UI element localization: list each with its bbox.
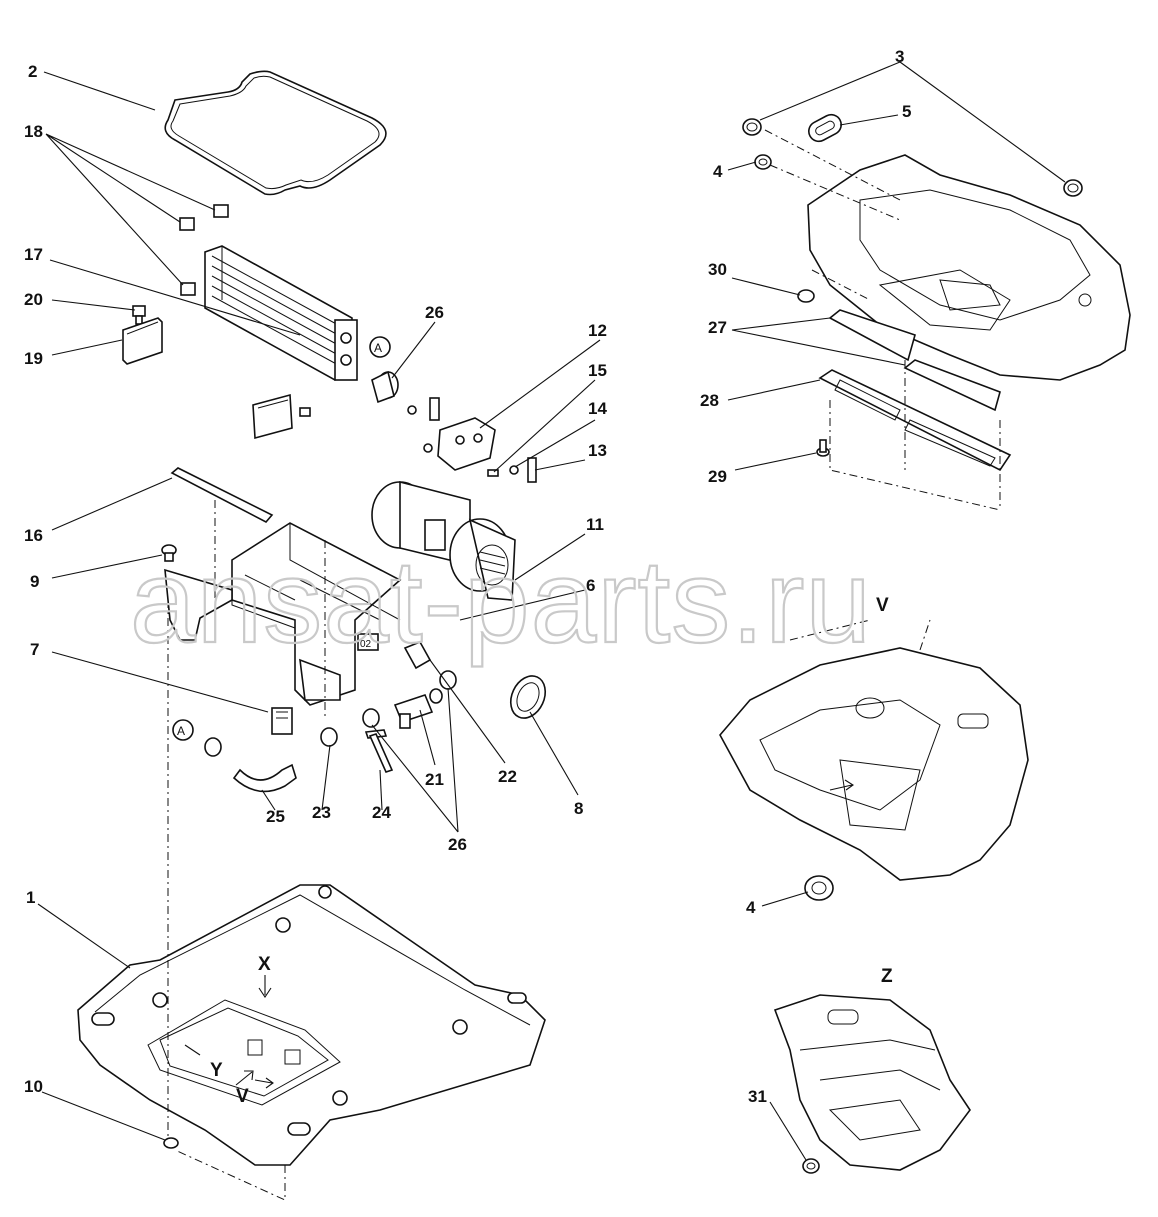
callout-15: 15	[588, 361, 607, 380]
view-v-detail	[719, 647, 1029, 881]
callout-17: 17	[24, 245, 43, 264]
view-label-z: Z	[881, 966, 893, 987]
part-1-main-cover	[77, 884, 546, 1166]
circle-a-label-bottom: A	[177, 724, 185, 738]
part-23-clamp	[320, 727, 338, 747]
part-4-grommet-top	[754, 154, 772, 170]
callout-11: 11	[586, 515, 604, 534]
callout-20: 20	[24, 290, 43, 309]
view-z-detail	[773, 994, 971, 1171]
callout-3: 3	[895, 47, 904, 66]
part-25-hose	[204, 737, 297, 793]
ref-circle-a-top	[369, 336, 391, 358]
part-15-14-13-hardware	[487, 457, 537, 483]
callout-26-top: 26	[425, 303, 444, 322]
callout-8: 8	[574, 799, 583, 818]
callout-30: 30	[708, 260, 727, 279]
part-3-grommets	[742, 118, 1083, 197]
part-12-mounting-plate	[407, 397, 496, 471]
callout-10: 10	[24, 1077, 43, 1096]
housing-plate-code: 02	[360, 639, 372, 650]
ref-circle-a-bottom	[172, 719, 194, 741]
callout-13: 13	[588, 441, 607, 460]
view-arrows	[184, 975, 274, 1089]
view-label-v-small: V	[236, 1086, 249, 1107]
callout-12: 12	[588, 321, 607, 340]
part-4-grommet-bottom	[804, 875, 834, 901]
part-17-heater-core	[204, 245, 358, 381]
callout-1: 1	[26, 888, 35, 907]
part-31-nut	[802, 1158, 820, 1174]
callout-23: 23	[312, 803, 331, 822]
part-5-oval-grommet	[808, 113, 842, 143]
view-label-y: Y	[210, 1060, 223, 1081]
part-20-screw	[132, 305, 146, 325]
part-18-clips	[179, 204, 229, 296]
part-19-bracket	[122, 317, 163, 365]
callout-21: 21	[425, 770, 444, 789]
callout-24: 24	[372, 803, 391, 822]
callout-7: 7	[30, 640, 39, 659]
view-label-x: X	[258, 954, 271, 975]
part-7-connector	[271, 707, 293, 735]
part-29-screw	[816, 439, 830, 457]
part-2-gasket	[164, 70, 387, 196]
part-16-foam-strip	[170, 467, 274, 524]
part-10-washer	[163, 1137, 179, 1149]
leader-lines	[37, 61, 1066, 1161]
callout-26-bottom: 26	[448, 835, 467, 854]
callout-14: 14	[588, 399, 607, 418]
callout-4-top: 4	[713, 162, 723, 181]
callout-27: 27	[708, 318, 727, 337]
part-upper-housing	[807, 154, 1131, 381]
part-9-bolt	[161, 544, 177, 562]
callout-16: 16	[24, 526, 43, 545]
callout-25: 25	[266, 807, 285, 826]
circle-a-label-top: A	[374, 341, 382, 355]
part-26-elbow-top	[371, 370, 399, 404]
part-21-valve	[393, 694, 434, 729]
part-28-grille	[818, 369, 1012, 472]
part-27-pads	[828, 309, 1001, 412]
part-11-blower	[371, 480, 516, 601]
callout-9: 9	[30, 572, 39, 591]
callout-31: 31	[748, 1087, 767, 1106]
callout-2: 2	[28, 62, 37, 81]
callout-29: 29	[708, 467, 727, 486]
watermark: ansat-parts.ru	[130, 536, 872, 668]
view-letters: V Z X Y V A A 02	[177, 341, 893, 1107]
assembly-centerlines	[167, 129, 1001, 1201]
callout-labels: 2 18 17 20 19 26 12 15 14 13 11 16 9 6 7…	[24, 47, 911, 1106]
callout-5: 5	[902, 102, 911, 121]
part-30-nut	[797, 289, 815, 303]
callout-22: 22	[498, 767, 517, 786]
part-housing-frame	[164, 522, 402, 706]
callout-6: 6	[586, 576, 595, 595]
callout-28: 28	[700, 391, 719, 410]
callout-4-bottom: 4	[746, 898, 756, 917]
view-label-v: V	[876, 595, 889, 616]
part-24-bolt	[364, 729, 394, 773]
part-bracket-small	[252, 393, 311, 440]
part-8-ring	[509, 675, 547, 719]
callout-19: 19	[24, 349, 43, 368]
part-26-clamps	[362, 670, 457, 728]
callout-18: 18	[24, 122, 43, 141]
